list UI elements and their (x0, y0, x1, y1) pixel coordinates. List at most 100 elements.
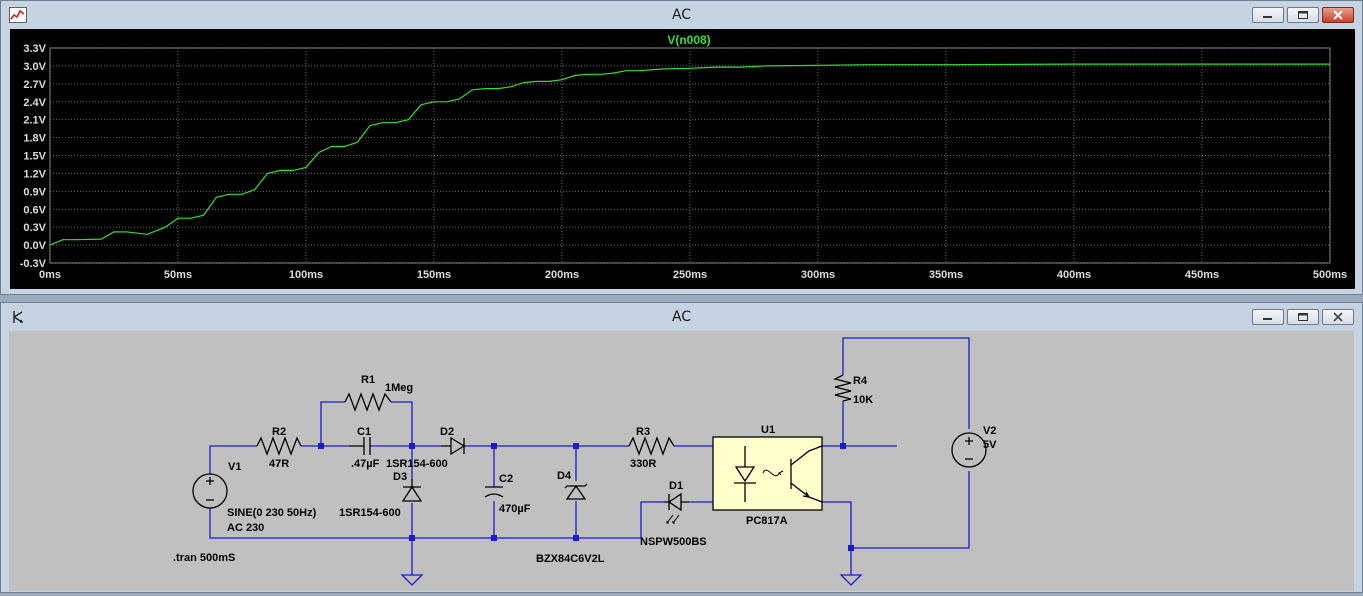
label-v1: V1 (228, 461, 241, 473)
label-u1-value: PC817A (746, 515, 788, 527)
label-r3-value: 330R (630, 458, 656, 470)
y-tick-label: 1.8V (23, 133, 46, 145)
label-d2: D2 (440, 426, 454, 438)
capacitor-c1-symbol[interactable] (349, 437, 371, 455)
label-d3-value: 1SR154-600 (339, 507, 401, 519)
series-line-v-n008 (49, 63, 1330, 246)
label-c2-value: 470µF (499, 503, 531, 515)
restore-icon (1298, 313, 1308, 321)
y-tick-label: 0.9V (23, 186, 46, 198)
diode-d3-symbol[interactable] (401, 479, 423, 502)
close-icon (1333, 312, 1343, 322)
x-tick-label: 100ms (289, 269, 323, 281)
restore-button[interactable] (1287, 7, 1319, 23)
y-tick-label: 0.0V (23, 240, 46, 252)
label-c1-value: .47µF (351, 458, 380, 470)
schematic-icon (13, 311, 24, 323)
restore-button[interactable] (1287, 309, 1319, 325)
junction-dot (573, 443, 579, 449)
schematic-window-titlebar[interactable]: AC (1, 303, 1362, 331)
label-c2: C2 (499, 473, 513, 485)
waveform-plot[interactable]: V(n008) 3.3V3.0V2.7V2.4V2.1V1.8V1.5V1.2V… (10, 29, 1355, 289)
resistor-r1-symbol[interactable] (344, 392, 392, 412)
y-tick-label: 2.1V (23, 115, 46, 127)
plot-window-titlebar[interactable]: AC (1, 1, 1362, 29)
minimize-button[interactable] (1252, 7, 1284, 23)
restore-icon (1298, 11, 1308, 19)
label-d4-value: BZX84C6V2L (536, 553, 605, 565)
x-tick-label: 300ms (801, 269, 835, 281)
plot-window-title: AC (671, 7, 692, 23)
voltage-source-v1-symbol[interactable] (192, 473, 228, 509)
y-tick-label: 2.4V (23, 97, 46, 109)
capacitor-c2-symbol[interactable] (484, 486, 504, 498)
label-r3: R3 (636, 426, 650, 438)
close-button[interactable] (1322, 309, 1354, 325)
y-tick-label: 0.6V (23, 204, 46, 216)
x-tick-label: 150ms (417, 269, 451, 281)
y-tick-label: -0.3V (20, 258, 47, 270)
junction-dot (409, 443, 415, 449)
x-tick-label: 350ms (929, 269, 963, 281)
y-tick-label: 0.3V (23, 222, 46, 234)
voltage-source-v2-symbol[interactable] (951, 432, 987, 468)
components (192, 374, 987, 524)
ground-symbol (400, 574, 424, 586)
ground-symbol (839, 574, 863, 586)
label-d3: D3 (393, 471, 407, 483)
schematic-canvas[interactable]: R1 1Meg R2 47R C1 .47µF D2 1SR154-600 D3… (9, 331, 1354, 591)
wires (209, 337, 970, 575)
y-tick-label: 1.2V (23, 168, 46, 180)
junction-dot (491, 535, 497, 541)
label-v2-value: 5V (983, 439, 997, 451)
resistor-r2-symbol[interactable] (256, 436, 302, 456)
label-d2-value: 1SR154-600 (386, 458, 448, 470)
junction-dot (491, 443, 497, 449)
x-tick-label: 450ms (1185, 269, 1219, 281)
close-button[interactable] (1322, 7, 1354, 23)
zener-d4-symbol[interactable] (564, 483, 588, 500)
plot-grid (49, 47, 1331, 264)
close-icon (1333, 10, 1343, 20)
led-d1-symbol[interactable] (664, 492, 689, 524)
junction-dot (848, 545, 854, 551)
schematic-drawing[interactable]: R1 1Meg R2 47R C1 .47µF D2 1SR154-600 D3… (9, 331, 1354, 591)
x-tick-label: 500ms (1313, 269, 1347, 281)
minimize-icon (1263, 16, 1272, 18)
spice-directive[interactable]: .tran 500mS (173, 552, 235, 564)
component-labels: R1 1Meg R2 47R C1 .47µF D2 1SR154-600 D3… (173, 374, 997, 565)
trace-label[interactable]: V(n008) (667, 33, 710, 47)
schematic-window-title: AC (671, 309, 692, 325)
x-tick-label: 250ms (673, 269, 707, 281)
label-r2: R2 (272, 426, 286, 438)
y-tick-label: 3.3V (23, 43, 46, 55)
resistor-r3-symbol[interactable] (628, 436, 675, 456)
x-tick-label: 0ms (39, 269, 61, 281)
minimize-button[interactable] (1252, 309, 1284, 325)
waveform-icon (9, 7, 27, 23)
y-tick-label: 1.5V (23, 151, 46, 163)
label-r2-value: 47R (269, 458, 289, 470)
label-r4-value: 10K (853, 394, 873, 406)
junction-dot (409, 535, 415, 541)
junction-dot (318, 443, 324, 449)
resistor-r4-symbol[interactable] (833, 374, 852, 402)
label-v1-value: SINE(0 230 50Hz) (227, 507, 317, 519)
label-d4: D4 (557, 470, 572, 482)
label-v1-value2: AC 230 (227, 522, 264, 534)
diode-d2-symbol[interactable] (441, 436, 466, 456)
plot-tick-labels: 3.3V3.0V2.7V2.4V2.1V1.8V1.5V1.2V0.9V0.6V… (20, 43, 1347, 281)
grounds (400, 574, 863, 586)
label-r4: R4 (853, 375, 868, 387)
label-r1: R1 (361, 374, 375, 386)
label-u1: U1 (761, 424, 775, 436)
label-c1: C1 (357, 426, 371, 438)
optocoupler-u1-symbol[interactable] (712, 436, 823, 511)
junction-dot (573, 535, 579, 541)
y-tick-label: 3.0V (23, 61, 46, 73)
label-d1: D1 (669, 480, 683, 492)
label-d1-value: NSPW500BS (640, 536, 707, 548)
junctions (318, 443, 854, 551)
minimize-icon (1263, 318, 1272, 320)
